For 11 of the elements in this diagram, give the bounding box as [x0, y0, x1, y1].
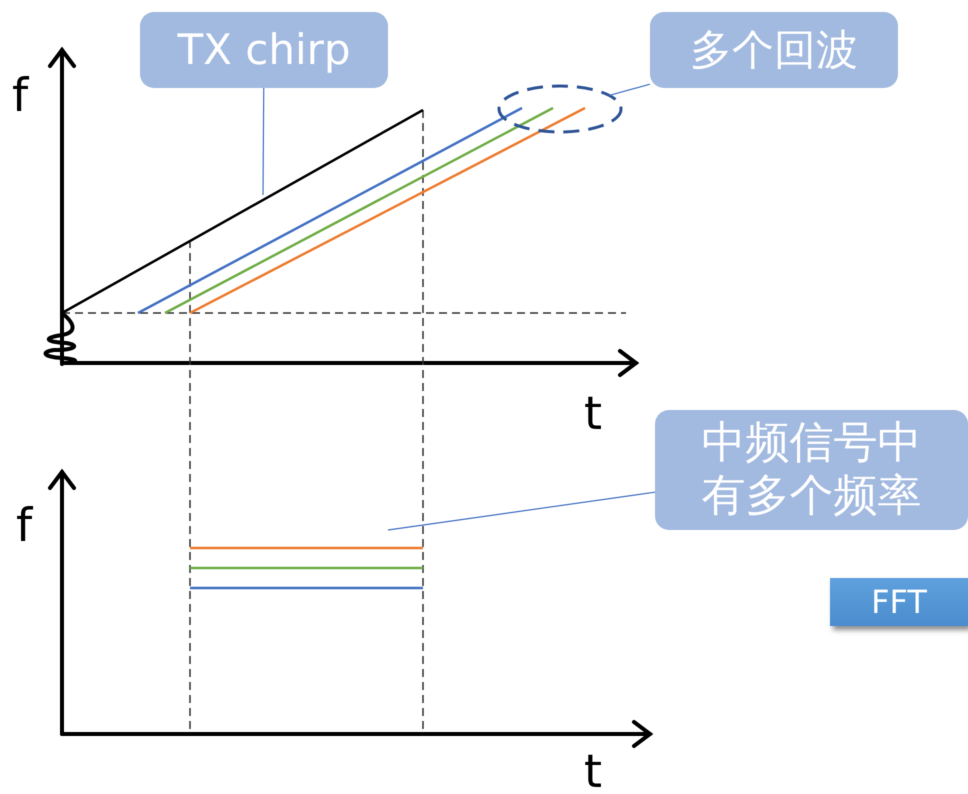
leader-line [388, 492, 656, 531]
fft-button: FFT [830, 578, 968, 626]
leader-line [262, 88, 264, 195]
leader-line [609, 84, 650, 96]
callout-box: 中频信号中有多个频率 [655, 410, 968, 530]
axis-label: t [584, 748, 602, 794]
axis-label: t [584, 390, 602, 436]
axis-label: f [12, 72, 28, 118]
callout-box: 多个回波 [650, 12, 898, 88]
callout-box: TX chirp [140, 12, 388, 88]
axis-label: f [16, 502, 32, 548]
